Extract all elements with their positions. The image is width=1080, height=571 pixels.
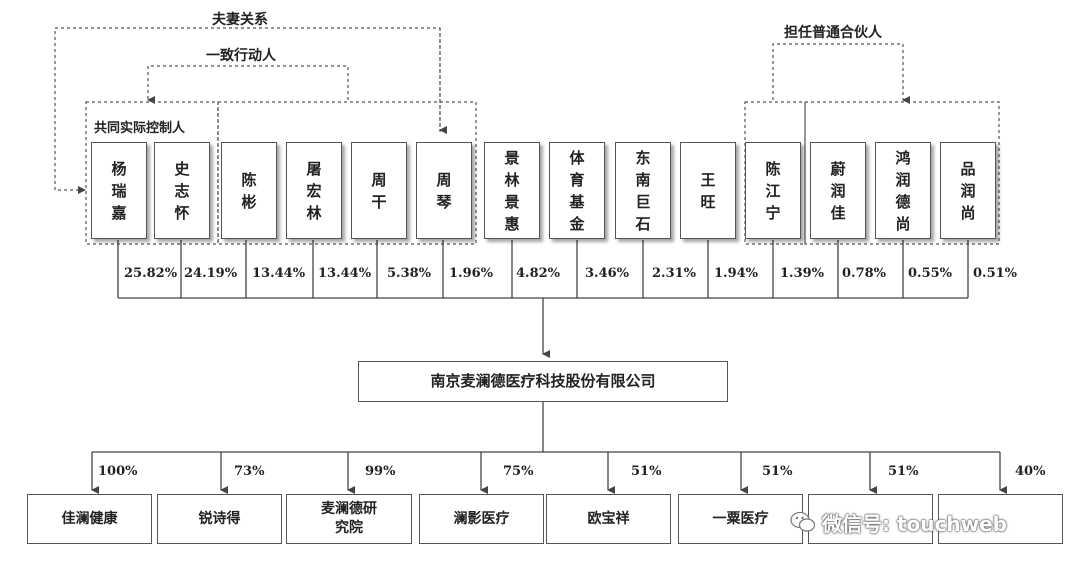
shareholder-name: 王旺 bbox=[700, 170, 716, 211]
subsidiary-pct: 75% bbox=[503, 464, 534, 479]
shareholding-pct: 0.55% bbox=[908, 266, 953, 281]
shareholder-box: 周干 bbox=[351, 142, 407, 239]
shareholder-name: 鸿润德尚 bbox=[895, 148, 911, 233]
controllers-label: 共同实际控制人 bbox=[94, 121, 186, 136]
shareholding-pct: 0.51% bbox=[973, 266, 1018, 281]
subsidiary-box bbox=[938, 494, 1063, 544]
controllers-group bbox=[85, 101, 219, 245]
gp-label: 担任普通合伙人 bbox=[784, 25, 882, 41]
spouse-label: 夫妻关系 bbox=[212, 12, 268, 28]
concert-label: 一致行动人 bbox=[206, 48, 276, 64]
shareholder-box: 鸿润德尚 bbox=[875, 142, 931, 239]
shareholding-pct: 2.31% bbox=[652, 266, 697, 281]
subsidiary-box: 麦澜德研究院 bbox=[286, 494, 412, 544]
subsidiary-pct: 51% bbox=[762, 464, 793, 479]
shareholder-box: 周琴 bbox=[416, 142, 472, 239]
shareholder-box: 王旺 bbox=[680, 142, 736, 239]
subsidiary-box: 澜影医疗 bbox=[419, 494, 544, 544]
subsidiary-pct: 51% bbox=[888, 464, 919, 479]
shareholding-pct: 13.44% bbox=[318, 266, 372, 281]
shareholding-pct: 3.46% bbox=[585, 266, 630, 281]
shareholder-box: 杨瑞嘉 bbox=[91, 142, 147, 239]
shareholder-name: 东南巨石 bbox=[635, 148, 651, 233]
shareholder-box: 东南巨石 bbox=[615, 142, 671, 239]
shareholding-pct: 1.39% bbox=[780, 266, 825, 281]
shareholder-box: 体育基金 bbox=[549, 142, 605, 239]
shareholder-name: 品润尚 bbox=[960, 159, 976, 222]
shareholding-pct: 0.78% bbox=[842, 266, 887, 281]
subsidiary-pct: 100% bbox=[98, 464, 138, 479]
shareholder-box: 陈江宁 bbox=[745, 142, 801, 239]
shareholder-name: 陈彬 bbox=[241, 170, 257, 211]
shareholding-pct: 13.44% bbox=[252, 266, 306, 281]
shareholding-pct: 4.82% bbox=[516, 266, 561, 281]
concert-line bbox=[147, 65, 349, 104]
watermark-text: 微信号: touchweb bbox=[822, 512, 1007, 536]
shareholder-box: 景林景惠 bbox=[484, 142, 540, 239]
shareholder-name: 蔚润佳 bbox=[830, 159, 846, 222]
shareholder-box: 屠宏林 bbox=[286, 142, 342, 239]
shareholder-name: 杨瑞嘉 bbox=[111, 159, 127, 222]
shareholding-pct: 25.82% bbox=[124, 266, 178, 281]
shareholding-pct: 1.94% bbox=[714, 266, 759, 281]
subsidiary-pct: 99% bbox=[365, 464, 396, 479]
subsidiary-pct: 73% bbox=[234, 464, 265, 479]
company-box: 南京麦澜德医疗科技股份有限公司 bbox=[358, 361, 728, 402]
shareholder-name: 景林景惠 bbox=[504, 148, 520, 233]
shareholder-name: 屠宏林 bbox=[306, 159, 322, 222]
subsidiary-box: 一粟医疗 bbox=[678, 494, 803, 544]
shareholding-pct: 1.96% bbox=[449, 266, 494, 281]
subsidiary-pct: 51% bbox=[631, 464, 662, 479]
subsidiary-box bbox=[808, 494, 933, 544]
spouse-line bbox=[54, 27, 441, 194]
shareholder-box: 品润尚 bbox=[940, 142, 996, 239]
shareholder-box: 蔚润佳 bbox=[810, 142, 866, 239]
shareholder-box: 史志怀 bbox=[154, 142, 210, 239]
subsidiary-box: 锐诗得 bbox=[157, 494, 282, 544]
shareholding-pct: 5.38% bbox=[387, 266, 432, 281]
gp-line bbox=[772, 43, 910, 104]
shareholder-name: 陈江宁 bbox=[765, 159, 781, 222]
subsidiary-name: 麦澜德研究院 bbox=[321, 501, 377, 536]
subsidiary-pct: 40% bbox=[1015, 464, 1046, 479]
lp-group bbox=[804, 101, 1000, 245]
shareholder-name: 史志怀 bbox=[174, 159, 190, 222]
concert-group bbox=[217, 101, 477, 245]
shareholder-box: 陈彬 bbox=[221, 142, 277, 239]
subsidiary-box: 佳澜健康 bbox=[27, 494, 152, 544]
shareholding-pct: 24.19% bbox=[184, 266, 238, 281]
shareholder-name: 周干 bbox=[371, 170, 387, 211]
subsidiary-box: 欧宝祥 bbox=[546, 494, 671, 544]
shareholder-name: 体育基金 bbox=[569, 148, 585, 233]
shareholder-name: 周琴 bbox=[436, 170, 452, 211]
wechat-icon bbox=[790, 509, 816, 535]
